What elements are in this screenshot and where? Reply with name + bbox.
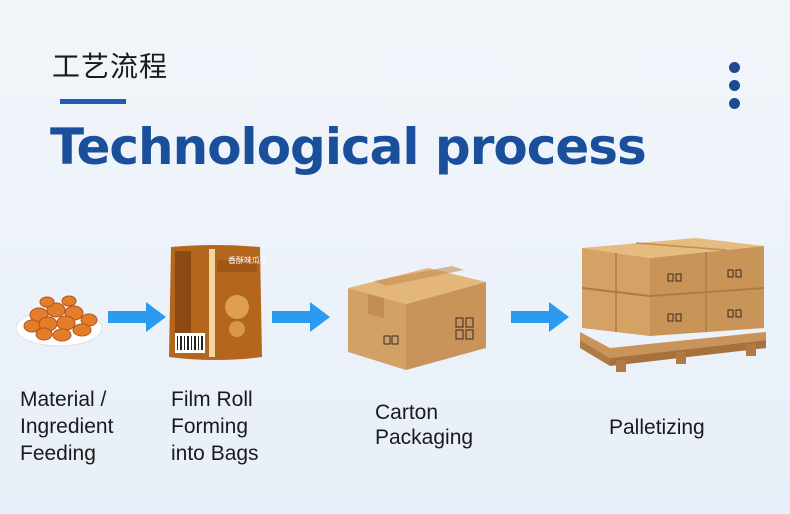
pallet-boxes-icon xyxy=(580,238,766,372)
arrow-right-icon xyxy=(511,302,569,332)
snack-bag-icon xyxy=(169,245,262,360)
step-label-palletizing: Palletizing xyxy=(609,416,705,439)
step-label-carton-packaging: Carton Packaging xyxy=(375,401,474,449)
step-label-feeding: Material / Ingredient Feeding xyxy=(20,388,114,465)
page-title: Technological process xyxy=(50,118,647,176)
arrow-right-icon xyxy=(272,302,330,332)
bowl-of-beans-icon xyxy=(15,295,103,347)
more-options-icon[interactable] xyxy=(729,62,743,116)
bag-text: 香酥味瓜子 xyxy=(228,256,268,265)
arrow-right-icon xyxy=(108,302,166,332)
title-underline xyxy=(60,99,126,104)
page-title-chinese: 工艺流程 xyxy=(52,50,169,83)
carton-box-icon xyxy=(348,266,486,370)
step-label-bag-forming: Film Roll Forming into Bags xyxy=(171,388,259,465)
